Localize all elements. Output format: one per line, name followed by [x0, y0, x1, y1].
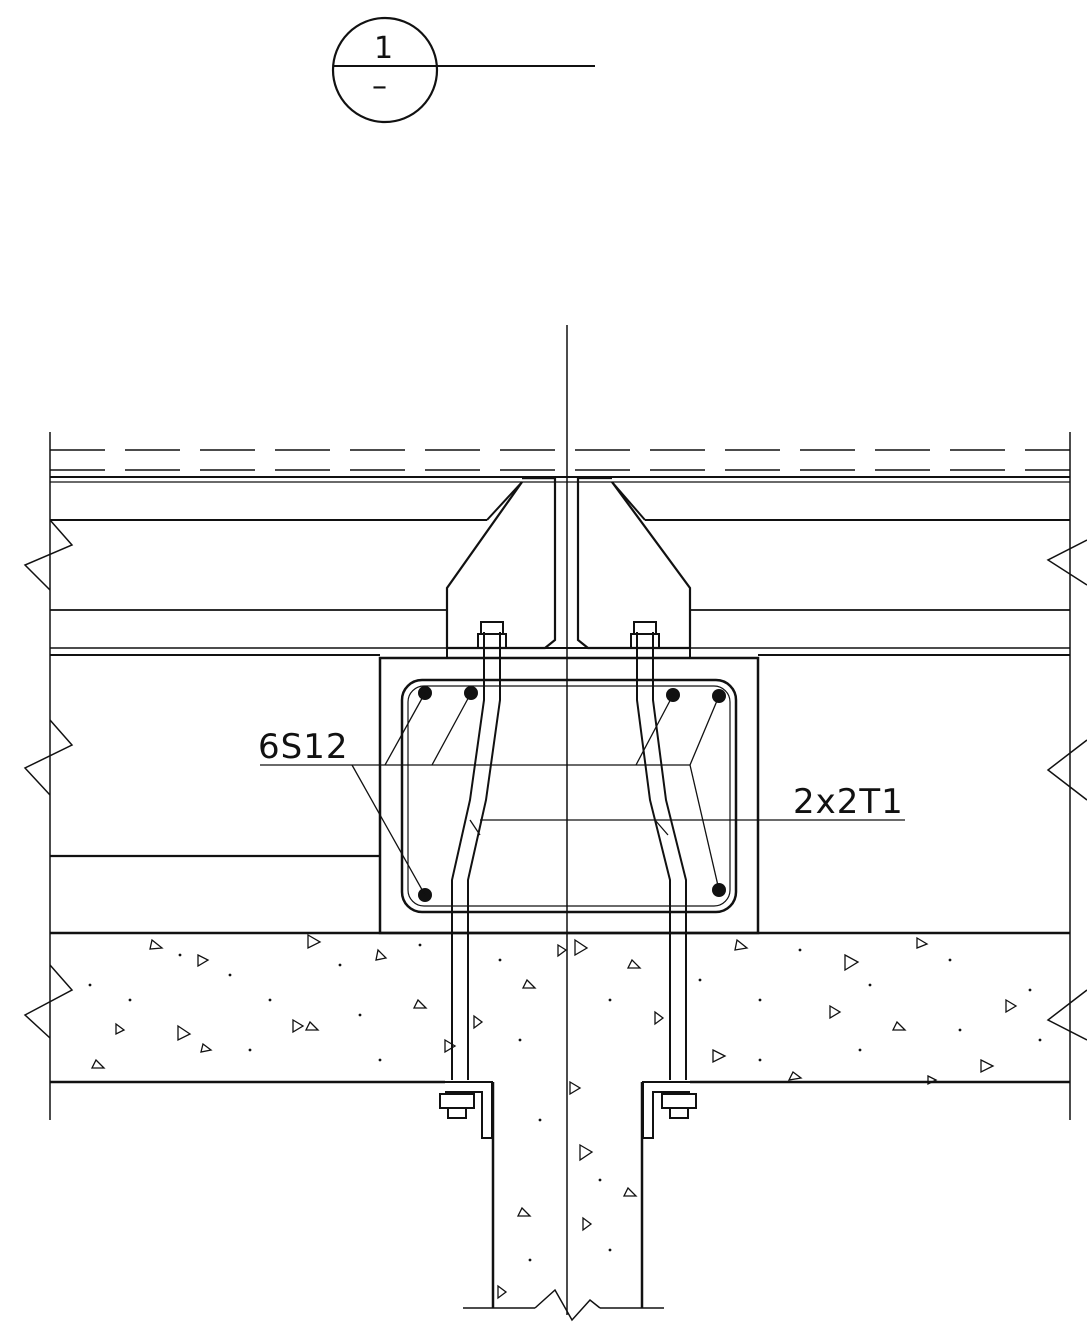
concrete-dots [88, 943, 1042, 1262]
stirrup [400, 678, 738, 914]
rebar-label: 6S12 [258, 727, 349, 767]
anchor-bolt-left [451, 621, 507, 1080]
anchor-bolt-right [630, 621, 687, 1080]
leader-2x2t1 [469, 819, 905, 836]
angle-cleat-right [642, 1081, 697, 1139]
stirrup-inner [407, 685, 731, 907]
ties-label: 2x2T1 [793, 782, 904, 822]
rebar-dots [418, 686, 726, 902]
detail-marker-bubble [331, 16, 595, 124]
detail-sheet: – [372, 69, 387, 104]
leader-6s12 [260, 692, 720, 896]
concrete-slab [50, 931, 1070, 1084]
top-deck-lines [50, 476, 1070, 656]
concrete-hatch [90, 933, 1018, 1300]
concrete-column [463, 1082, 664, 1322]
angle-cleat-left [439, 1081, 493, 1139]
dashed-lines [50, 449, 1070, 471]
concrete-beam [378, 656, 760, 935]
break-marks-left [23, 519, 74, 1039]
break-marks-right [1046, 539, 1087, 1041]
detail-number: 1 [374, 31, 394, 66]
